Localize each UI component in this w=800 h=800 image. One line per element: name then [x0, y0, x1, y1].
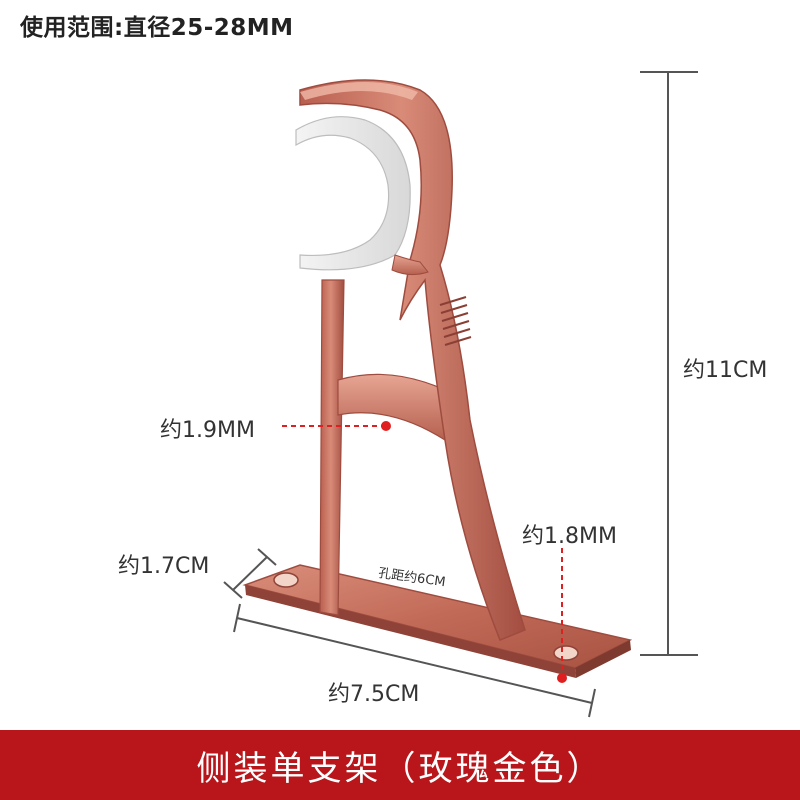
- caption-banner: 侧装单支架（玫瑰金色）: [0, 730, 800, 800]
- cross-brace: [337, 373, 446, 442]
- thickness-label: 约1.9MM: [160, 418, 255, 443]
- base-length-label: 约7.5CM: [328, 682, 420, 707]
- product-image: 约11CM 约1.9MM 约1.8MM 约1.7CM 孔距约6CM 约7.5CM: [118, 71, 768, 718]
- page-title: 使用范围:直径25-28MM: [20, 15, 294, 41]
- screw-hole-left: [273, 572, 299, 588]
- curtain-rod-bracket-illustration: [223, 71, 698, 718]
- base-thickness-dot: [557, 673, 567, 683]
- height-label: 约11CM: [683, 358, 768, 383]
- base-width-label: 约1.7CM: [118, 554, 210, 579]
- grip-grooves: [439, 296, 472, 346]
- front-leg: [319, 279, 345, 616]
- bracket-arm: [299, 79, 526, 641]
- white-clip: [295, 116, 411, 271]
- screw-hole-right: [553, 645, 579, 661]
- height-dimension-line: [640, 71, 698, 656]
- base-width-dimension-line: [223, 548, 277, 599]
- product-caption: 侧装单支架（玫瑰金色）: [196, 748, 604, 789]
- thickness-dot: [381, 421, 391, 431]
- base-length-dimension-line: [233, 603, 596, 718]
- base-thickness-label: 约1.8MM: [522, 524, 617, 549]
